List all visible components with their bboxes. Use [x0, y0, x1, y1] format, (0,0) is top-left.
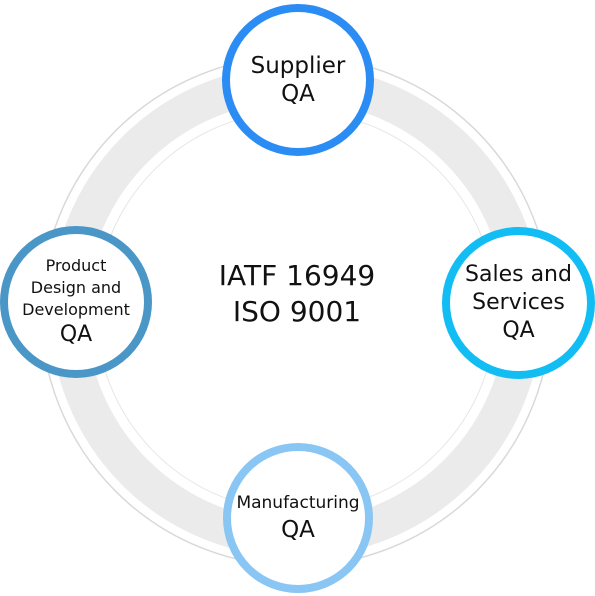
manufacturing-label: Manufacturing [236, 493, 360, 513]
node-product-design-development-qa: Product Design and Development QA [0, 226, 152, 378]
manufacturing-qa-label: QA [281, 517, 315, 543]
supplier-qa-label: QA [281, 81, 315, 107]
node-sales-services-qa: Sales and Services QA [442, 227, 595, 379]
standard-iatf: IATF 16949 [218, 259, 376, 292]
services-label: Services [472, 290, 565, 315]
product-qa-label: QA [59, 322, 93, 347]
sales-qa-label: QA [502, 318, 535, 343]
product-label: Product [45, 256, 107, 275]
standard-iso: ISO 9001 [232, 295, 362, 328]
development-label: Development [22, 300, 130, 319]
supplier-label: Supplier [250, 53, 346, 79]
standards-label: IATF 16949 ISO 9001 [167, 258, 427, 330]
node-manufacturing-qa: Manufacturing QA [223, 443, 373, 593]
sales-label: Sales and [465, 262, 572, 287]
node-supplier-qa: Supplier QA [222, 4, 374, 156]
design-label: Design and [30, 278, 122, 297]
